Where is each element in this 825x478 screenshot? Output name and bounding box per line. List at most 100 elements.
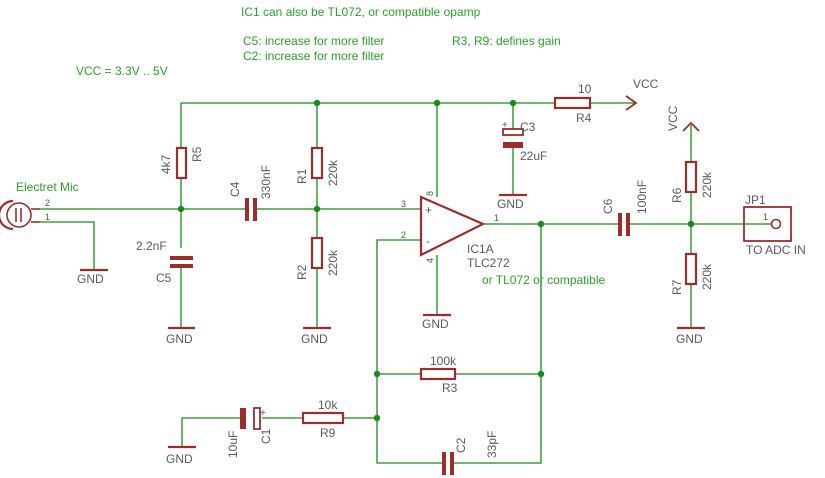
resistor-r5[interactable]: 4k7 R5: [159, 146, 204, 180]
gnd-label: GND: [497, 197, 524, 211]
resistor-body: [684, 252, 698, 286]
resistor-r9[interactable]: 10k R9: [301, 398, 345, 440]
c1-value: 10uF: [226, 431, 240, 458]
wire-feedback-right: [450, 224, 542, 464]
cap-plate-positive: [253, 407, 261, 430]
mic-body-arc: [0, 199, 14, 231]
mic-pin1: 1: [45, 212, 50, 222]
c6-value: 100nF: [635, 180, 649, 214]
resistor-body: [310, 146, 324, 180]
capacitor-c1[interactable]: + 10uF C1: [226, 407, 273, 458]
resistor-r3[interactable]: 100k R3: [419, 354, 458, 395]
cap-plate: [626, 213, 630, 236]
note-vcc-range: VCC = 3.3V .. 5V: [76, 64, 168, 78]
vcc-arrow-icon: [625, 95, 638, 111]
r2-name: R2: [295, 264, 309, 280]
opamp-pin2: 2: [401, 230, 406, 240]
c2-value: 33pF: [485, 431, 499, 458]
mic-label: Electret Mic: [16, 180, 79, 194]
cap-plate: [170, 264, 193, 268]
junction-dot: [433, 99, 441, 107]
wire-feedback-left: [376, 239, 442, 464]
junction-dot: [537, 220, 545, 228]
jp1-name: JP1: [745, 193, 766, 207]
r5-value: 4k7: [159, 154, 173, 174]
c3-name: C3: [520, 120, 536, 134]
r2-value: 220k: [326, 249, 340, 276]
jp1-pin: 1: [763, 212, 768, 222]
r1-value: 220k: [326, 159, 340, 186]
junction-dot: [313, 205, 321, 213]
cap-plate: [253, 198, 257, 221]
wire-c1-gnd: [181, 417, 240, 447]
c1-plus: +: [260, 408, 266, 419]
gnd-label: GND: [301, 332, 328, 346]
gnd-symbols: GND GND GND GND GND GND GND: [77, 193, 705, 466]
resistor-r2[interactable]: R2 220k: [295, 236, 340, 280]
connector-jp1[interactable]: JP1 1 TO ADC IN: [743, 193, 806, 257]
resistor-body: [301, 411, 345, 425]
junctions: [177, 99, 695, 422]
vcc-symbol-top: VCC: [666, 105, 700, 132]
c5-name: C5: [156, 271, 172, 285]
resistor-body: [553, 96, 592, 110]
vcc-symbol-right: VCC: [625, 77, 659, 111]
r9-value: 10k: [318, 398, 338, 412]
notes: IC1 can also be TL072, or compatible opa…: [76, 5, 561, 78]
resistor-body: [684, 160, 698, 194]
r9-name: R9: [320, 426, 336, 440]
c3-value: 22uF: [520, 149, 547, 163]
gnd-label: GND: [166, 332, 193, 346]
mic-capsule: [6, 202, 32, 228]
vcc-arrow-icon: [682, 121, 700, 132]
junction-dot: [373, 414, 381, 422]
resistor-r7[interactable]: R7 220k: [670, 252, 714, 295]
r5-name: R5: [190, 146, 204, 162]
cap-plate-negative: [503, 142, 523, 148]
mic-pin2: 2: [45, 198, 50, 208]
junction-dot: [313, 99, 321, 107]
capacitor-c6[interactable]: C6 100nF: [601, 180, 649, 236]
opamp-pin1: 1: [494, 213, 499, 223]
connector-pin: [770, 218, 782, 230]
r6-name: R6: [670, 187, 684, 203]
c4-value: 330nF: [259, 165, 273, 199]
r7-value: 220k: [700, 263, 714, 290]
opamp-alt-note: or TL072 or compatible: [482, 273, 606, 287]
gnd-label: GND: [77, 272, 104, 286]
opamp-pin4: 4: [425, 258, 435, 263]
c2-name: C2: [454, 437, 468, 453]
r3-value: 100k: [430, 354, 457, 368]
opamp-name: IC1A: [467, 242, 494, 256]
note-ic1-alt: IC1 can also be TL072, or compatible opa…: [241, 5, 481, 19]
resistor-r6[interactable]: R6 220k: [670, 160, 714, 203]
cap-plate-negative: [240, 408, 246, 429]
cap-plate: [170, 256, 193, 260]
wire-mic-gnd: [40, 221, 95, 270]
opamp-triangle: [419, 195, 486, 257]
r3-name: R3: [442, 381, 458, 395]
cap-plate: [450, 452, 454, 475]
c6-name: C6: [601, 198, 615, 214]
opamp-ic1a[interactable]: + - 3 2 8 4 1 IC1A TLC272 or TL072 or co…: [401, 191, 606, 287]
capacitor-c2[interactable]: C2 33pF: [442, 431, 499, 475]
resistor-body: [310, 236, 324, 270]
r6-value: 220k: [700, 171, 714, 198]
opamp-plus: +: [425, 203, 432, 217]
junction-dot: [177, 205, 185, 213]
resistor-body: [175, 146, 188, 180]
gnd-label: GND: [676, 332, 703, 346]
jp1-label: TO ADC IN: [746, 243, 806, 257]
capacitor-c5[interactable]: 2.2nF C5: [136, 239, 193, 285]
resistor-body: [419, 367, 457, 381]
capacitor-c3[interactable]: + C3 22uF: [502, 120, 547, 163]
capacitor-c4[interactable]: C4 330nF: [228, 165, 273, 221]
c3-plus: +: [502, 120, 508, 131]
resistor-r4[interactable]: 10 R4: [553, 82, 592, 125]
electret-mic[interactable]: Electret Mic 2 1: [0, 180, 79, 231]
resistor-r1[interactable]: R1 220k: [295, 146, 340, 186]
junction-dot: [537, 370, 545, 378]
connector-body: [743, 206, 792, 242]
note-c2: C2: increase for more filter: [243, 49, 384, 63]
note-c5: C5: increase for more filter: [243, 34, 384, 48]
